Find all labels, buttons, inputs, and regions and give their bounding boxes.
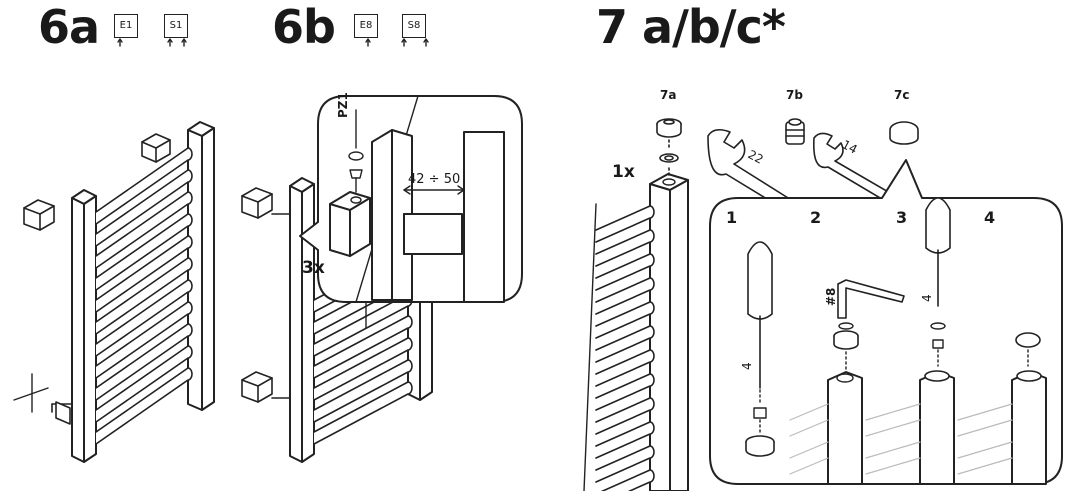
radiator-tube — [95, 191, 193, 269]
step-label-4: 4 — [984, 208, 996, 227]
count-label-1x: 1x — [612, 162, 635, 182]
radiator-tube — [95, 279, 193, 357]
radiator-tube — [595, 205, 655, 243]
radiator-tube — [595, 229, 655, 267]
count-label-3x: 3x — [302, 258, 325, 278]
tag-E8: E8 — [354, 14, 378, 38]
wrench-22 — [707, 128, 805, 219]
radiator-tube — [313, 315, 413, 379]
bracket-6b-bottom — [241, 371, 291, 403]
hex-key-size-label: #8 — [824, 287, 838, 306]
bracket-6b-left — [241, 187, 291, 219]
wrench-14 — [812, 132, 898, 206]
radiator-6a-tubes — [95, 147, 193, 445]
radiator-tube — [95, 257, 193, 335]
radiator-tube — [595, 445, 655, 483]
radiator-tube — [95, 323, 193, 401]
radiator-tube — [95, 213, 193, 291]
radiator-tube — [95, 235, 193, 313]
radiator-tube — [313, 359, 413, 423]
step-label-3: 3 — [896, 208, 908, 227]
distance-label: 42 ÷ 50 — [408, 172, 461, 187]
variant-label-7c: 7c — [894, 88, 910, 102]
screwdriver-size-step3: 4 — [920, 294, 934, 302]
radiator-tube — [595, 301, 655, 339]
cap-7c — [889, 121, 919, 145]
detail-callout-7 — [709, 159, 1063, 485]
radiator-tube — [95, 169, 193, 247]
detail-callout-6b — [299, 95, 523, 329]
radiator-tube — [595, 325, 655, 363]
radiator-tube — [595, 397, 655, 435]
step-label-1: 1 — [726, 208, 738, 227]
tag-arrows — [117, 38, 429, 47]
section-title-6a: 6a — [38, 0, 100, 54]
radiator-tube — [595, 373, 655, 411]
radiator-tube — [313, 381, 413, 445]
section-title-6b: 6b — [272, 0, 336, 54]
radiator-7 — [649, 173, 689, 491]
bracket-6a-left — [23, 199, 55, 231]
tag-S8: S8 — [402, 14, 426, 38]
radiator-tube — [95, 345, 193, 423]
screwdriver-size-step1: 4 — [740, 362, 754, 370]
radiator-tube — [95, 147, 193, 225]
valve-7b — [785, 118, 805, 145]
tag-S1: S1 — [164, 14, 188, 38]
radiator-tube — [313, 337, 413, 401]
wall-mark-cross — [13, 373, 49, 413]
screwdriver-label-pz1: PZ1 — [336, 92, 350, 118]
section-title-7: 7 a/b/c* — [596, 0, 786, 54]
valve-7a — [656, 118, 682, 177]
radiator-tube — [595, 253, 655, 291]
bracket-6a-bottom — [51, 401, 73, 425]
variant-label-7b: 7b — [786, 88, 803, 102]
step-label-2: 2 — [810, 208, 822, 227]
radiator-tube — [595, 349, 655, 387]
radiator-tube — [595, 277, 655, 315]
radiator-tube — [95, 301, 193, 379]
bracket-6a-top — [141, 133, 171, 163]
radiator-tube — [595, 421, 655, 459]
tag-E1: E1 — [114, 14, 138, 38]
variant-label-7a: 7a — [660, 88, 677, 102]
radiator-7-tubes — [595, 205, 655, 491]
radiator-tube — [600, 469, 655, 491]
radiator-tube — [95, 367, 193, 445]
